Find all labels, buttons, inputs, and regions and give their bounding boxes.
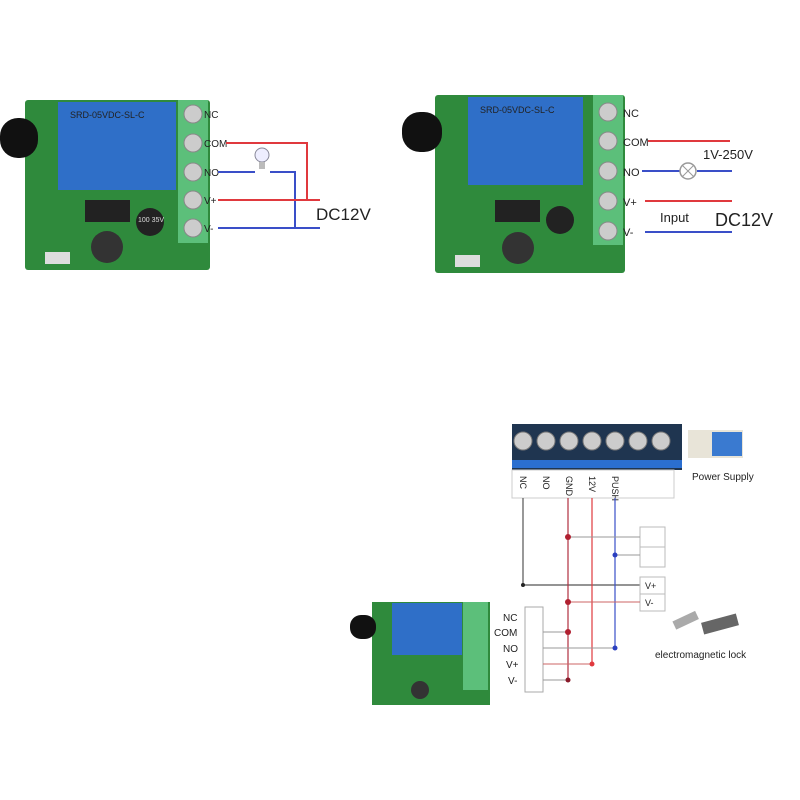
relay-terminal-vplus: V+ <box>506 660 519 671</box>
power-supply-label: Power Supply <box>692 472 754 483</box>
light-bulb-icon <box>254 147 270 169</box>
terminal-vminus: V- <box>623 227 634 239</box>
lock-label: electromagnetic lock <box>655 650 747 661</box>
power-supply-image <box>688 430 743 458</box>
relay-terminal-vminus: V- <box>508 676 517 687</box>
relay-terminal-strip <box>524 606 544 693</box>
relay-board-1: SRD-05VDC-SL-C 100 35V <box>0 100 210 270</box>
exit-button-box <box>639 526 666 548</box>
relay-terminal-com: COM <box>494 628 517 639</box>
terminal-nc: NC <box>204 110 218 121</box>
terminal-com: COM <box>204 139 227 150</box>
capacitor-label: 100 35V <box>138 217 164 224</box>
controller-terminal-gnd: GND <box>564 476 574 497</box>
antenna-icon <box>350 615 376 639</box>
relay-label: SRD-05VDC-SL-C <box>480 105 555 115</box>
antenna-icon <box>0 118 38 158</box>
relay-terminal-no: NO <box>503 644 518 655</box>
lock-image <box>672 610 739 635</box>
terminal-com: COM <box>623 137 649 149</box>
terminal-no: NO <box>204 168 219 179</box>
terminal-vminus: V- <box>204 224 213 235</box>
controller-terminal-push: PUSH <box>610 476 620 501</box>
terminal-nc: NC <box>623 108 639 120</box>
controller-terminal-no: NO <box>541 476 551 490</box>
lock-terminal-vminus: V- <box>645 598 654 608</box>
capacitor-icon <box>91 231 123 263</box>
controller-terminal-block <box>511 424 682 499</box>
diagram-2: SRD-05VDC-SL-C NC COM NO V+ V- 1V-250V <box>402 95 773 273</box>
terminal-vplus: V+ <box>204 196 217 207</box>
relay-terminal-nc: NC <box>503 613 517 624</box>
load-voltage-label: 1V-250V <box>703 147 753 162</box>
controller-terminal-12v: 12V <box>587 476 597 492</box>
lock-terminal-vplus: V+ <box>645 581 656 591</box>
relay-board-3 <box>350 602 490 705</box>
capacitor-icon <box>502 232 534 264</box>
terminal-no: NO <box>623 167 640 179</box>
relay-label: SRD-05VDC-SL-C <box>70 110 145 120</box>
wire-load <box>270 171 296 228</box>
terminal-vplus: V+ <box>623 197 637 209</box>
supply-label: DC12V <box>715 210 773 230</box>
input-label: Input <box>660 210 689 225</box>
relay-board-2: SRD-05VDC-SL-C <box>402 95 625 273</box>
lamp-icon <box>679 162 697 180</box>
wire-nc <box>522 498 640 586</box>
diagram-1: SRD-05VDC-SL-C 100 35V NC COM NO V+ V- <box>0 100 371 270</box>
controller-terminal-nc: NC <box>518 476 528 489</box>
diagram-3: NC NO GND 12V PUSH Power Supply V+ V- <box>350 424 754 705</box>
wire-com <box>226 142 308 200</box>
supply-label: DC12V <box>316 205 371 224</box>
antenna-icon <box>402 112 442 152</box>
